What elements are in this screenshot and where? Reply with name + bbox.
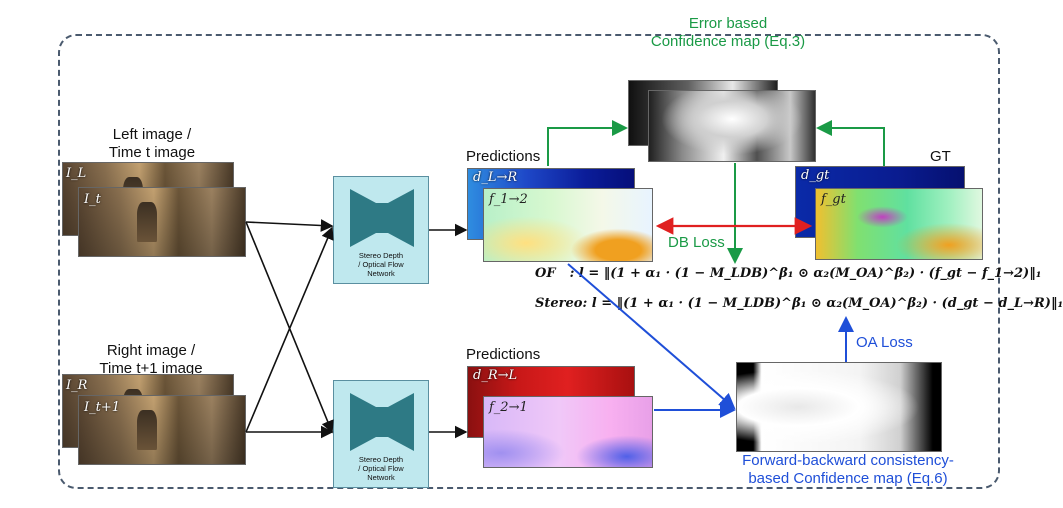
equation-stereo: Stereo: l = ‖(1 + α₁ · (1 − M_LDB)^β₁ ⊙ …: [535, 296, 1063, 311]
symbol-dgt: d_gt: [801, 168, 830, 183]
diagram-frame: [58, 34, 1000, 489]
symbol-fgt: f_gt: [821, 192, 846, 207]
network-bottom: Stereo Depth / Optical Flow Network: [333, 380, 429, 488]
gt-flow: [815, 188, 983, 260]
network-bottom-label: Stereo Depth / Optical Flow Network: [358, 455, 404, 482]
symbol-f21: f_2→1: [489, 400, 528, 415]
arrow-right-to-top-net: [245, 226, 334, 433]
error-conf-map: [648, 90, 816, 162]
network-top: Stereo Depth / Optical Flow Network: [333, 176, 429, 284]
gt-label: GT: [930, 148, 951, 165]
oa-loss-label: OA Loss: [856, 334, 913, 351]
arrow-top-pred-to-fb-map: [567, 263, 736, 410]
pred-flow-21: [483, 396, 653, 468]
time-t-image: [78, 187, 246, 257]
arrows-layer: [245, 120, 885, 439]
symbol-It: I_t: [84, 192, 101, 207]
equation-of-body: : l = ‖(1 + α₁ · (1 − M_LDB)^β₁ ⊙ α₂(M_O…: [569, 266, 1042, 281]
equation-stereo-body: : l = ‖(1 + α₁ · (1 − M_LDB)^β₁ ⊙ α₂(M_O…: [582, 296, 1063, 311]
network-top-label: Stereo Depth / Optical Flow Network: [358, 251, 404, 278]
fb-conf-label: Forward-backward consistency- based Conf…: [742, 452, 954, 487]
time-t1-image: [78, 395, 246, 465]
arrow-pred-to-error-map: [547, 120, 628, 166]
predictions-bottom-label: Predictions: [466, 346, 541, 363]
left-image-label: Left image / Time t image: [108, 126, 196, 161]
equation-of-label: OF: [535, 266, 556, 281]
predictions-top-label: Predictions: [466, 148, 541, 165]
symbol-It1: I_t+1: [84, 400, 121, 415]
pred-flow-12: [483, 188, 653, 262]
right-image-label: Right image / Time t+1 image: [99, 342, 203, 377]
arrow-left-to-bottom-net: [245, 221, 334, 434]
symbol-f12: f_1→2: [489, 192, 528, 207]
symbol-dRL: d_R→L: [473, 368, 518, 383]
db-loss-label: DB Loss: [668, 234, 725, 251]
symbol-dLR: d_L→R: [473, 170, 518, 185]
arrow-left-to-top-net: [245, 219, 334, 232]
arrow-gt-to-error-map: [816, 120, 885, 166]
symbol-IR: I_R: [66, 378, 88, 393]
fb-conf-map: [736, 362, 942, 452]
error-conf-label: Error based Confidence map (Eq.3): [650, 15, 806, 50]
equation-stereo-label: Stereo: [535, 296, 583, 311]
equation-of: OF : l = ‖(1 + α₁ · (1 − M_LDB)^β₁ ⊙ α₂(M…: [535, 266, 1041, 281]
symbol-IL: I_L: [66, 166, 87, 181]
